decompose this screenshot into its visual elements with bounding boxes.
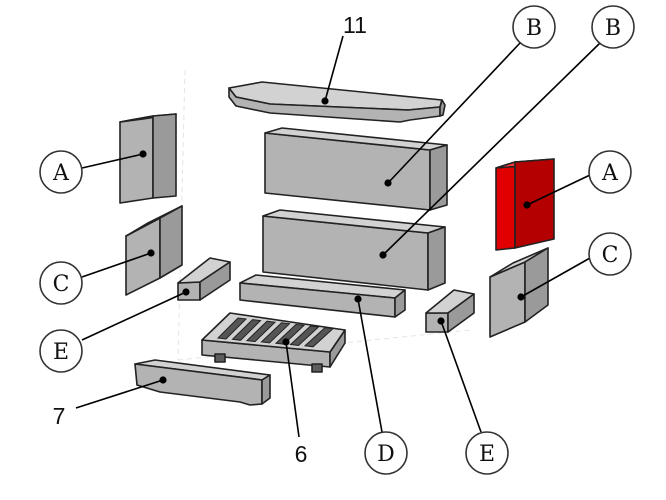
dot-b-lower [379,251,387,259]
grate-slot [245,320,277,343]
leader-b-upper [387,42,521,184]
leader-c-right [520,257,591,298]
leader-a-left [81,153,144,169]
callout-label-e-left: E [53,340,69,365]
leader-d [357,298,383,433]
part-b-upper-brick [264,127,448,211]
dot-e-right [437,317,445,325]
part-11-baffle [228,81,446,123]
part-6-grate [201,312,346,373]
grate-slots [216,317,335,348]
callout-e-right: E [465,431,509,475]
part-number-11: 11 [343,12,367,38]
callout-c-left: C [39,261,83,305]
callout-label-b-lower: B [605,16,621,41]
leader-b-lower [382,42,601,256]
grate-slot [303,327,335,348]
grate-slot [289,325,320,347]
part-a-right-brick-highlighted [495,158,555,251]
leader-a-right [526,174,591,206]
callout-label-a-right: A [601,161,619,186]
dot-d [354,295,362,303]
dot-a-right [523,201,531,209]
callout-d: D [364,431,408,475]
callout-label-e-right: E [479,442,495,467]
callout-a-right: A [588,150,632,194]
part-a-left-brick [119,113,177,204]
callout-b-lower: B [591,5,635,49]
part-c-right-brick [489,247,549,338]
dot-11 [321,97,329,105]
leader-e-left [81,291,187,341]
dot-7 [159,376,167,384]
dot-b-upper [384,179,392,187]
callout-b-upper: B [512,5,556,49]
leader-6 [285,341,300,438]
grate-slot [260,322,291,344]
dot-e-left [182,288,190,296]
part-c-left-brick [125,205,183,296]
dot-6 [282,338,290,346]
dot-c-left [147,249,155,257]
leader-e-right [440,320,482,433]
part-number-6: 6 [295,441,308,467]
callout-label-c-right: C [602,243,619,268]
leader-c-left [81,252,152,278]
leader-lines [75,35,601,438]
callout-label-b-upper: B [526,16,542,41]
callout-a-left: A [39,150,83,194]
callout-label-c-left: C [53,272,70,297]
callout-label-d: D [377,442,395,467]
grate-slot [216,317,248,340]
callout-c-right: C [588,232,632,276]
part-e-right-block [425,289,475,333]
leader-7 [75,379,164,409]
part-d-brick [239,274,406,318]
dot-a-left [139,150,147,158]
callout-label-a-left: A [52,161,70,186]
part-b-lower-brick [262,209,446,291]
dot-c-right [517,293,525,301]
grate-slot [274,323,306,345]
leader-11 [324,35,344,102]
callout-e-left: E [39,329,83,373]
part-number-7: 7 [53,403,66,429]
grate-slot [231,319,262,341]
